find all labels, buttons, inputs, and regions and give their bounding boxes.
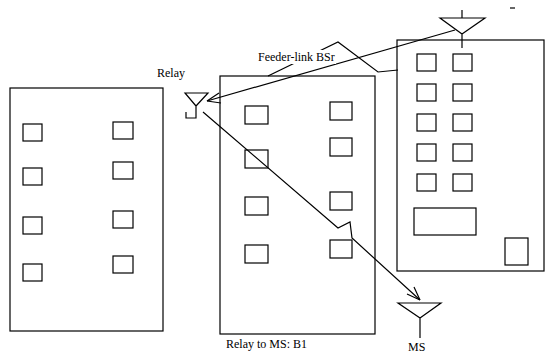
arrowhead	[407, 287, 420, 300]
ms-label: MS	[407, 340, 426, 354]
arrowhead	[207, 93, 221, 103]
feeder-link-line	[207, 30, 455, 101]
right-building	[397, 40, 544, 271]
relay-label: Relay	[156, 66, 186, 80]
middle-building	[220, 76, 375, 334]
window-grid	[245, 102, 352, 263]
relay-antenna	[185, 93, 208, 118]
bs-antenna	[440, 10, 485, 48]
window-grid	[23, 122, 133, 281]
ms-antenna	[398, 303, 441, 338]
window-grid	[414, 54, 528, 265]
link-label: Relay to MS: B1	[225, 337, 308, 351]
relay-ms-link	[203, 112, 420, 300]
feeder-link-label: Feeder-link BSr	[257, 50, 336, 64]
left-building	[10, 88, 163, 331]
tick-mark	[510, 7, 515, 8]
